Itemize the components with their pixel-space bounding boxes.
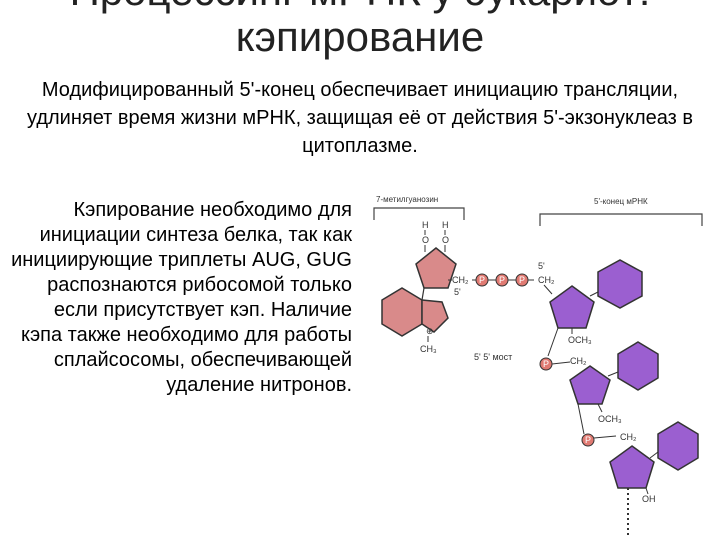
bridge-to-p4 bbox=[547, 327, 559, 357]
title-line-1: Процессинг мРНК у эукариот: bbox=[0, 0, 720, 14]
five-prime-end-label: 5'-конец мРНК bbox=[594, 197, 648, 206]
cap-ribose-pentagon bbox=[415, 247, 457, 289]
mrna-ribose-1 bbox=[549, 285, 595, 329]
phosphate-3-label: P bbox=[519, 275, 525, 285]
methylguanosine-label: 7-метилгуанозин bbox=[376, 195, 438, 204]
phosphate-5-label: P bbox=[585, 435, 591, 445]
p5-bond bbox=[593, 435, 617, 439]
phosphate-4-label: P bbox=[543, 359, 549, 369]
phosphate-4: P bbox=[539, 357, 553, 371]
bridge-to-p5 bbox=[577, 403, 585, 435]
phosphate-1: P bbox=[475, 273, 489, 287]
ch2-right-label: CH₂ bbox=[538, 275, 555, 285]
body-paragraph: Кэпирование необходимо для инициации син… bbox=[11, 199, 352, 396]
five-prime-right-label: 5' bbox=[538, 261, 545, 271]
cap-guanine-hexagon bbox=[381, 287, 423, 337]
cap-glycosidic-bond bbox=[421, 287, 425, 301]
phosphate-3: P bbox=[515, 273, 529, 287]
h-right-label: H bbox=[442, 220, 449, 230]
mrna-base-hexagon-2 bbox=[617, 341, 659, 391]
five-prime-end-bracket bbox=[539, 213, 703, 226]
base-2-bond bbox=[607, 371, 619, 377]
methylguanosine-bracket bbox=[373, 207, 465, 220]
phosphate-2: P bbox=[495, 273, 509, 287]
page-title: Процессинг мРНК у эукариот: кэпирование bbox=[0, 0, 720, 60]
phosphate-2-label: P bbox=[499, 275, 505, 285]
p4-bond bbox=[551, 361, 571, 365]
och3-1-label: OCH₃ bbox=[568, 335, 592, 345]
mrna-ribose-3 bbox=[609, 445, 655, 489]
ch2-3-label: CH₂ bbox=[620, 432, 637, 442]
och3-2-label: OCH₃ bbox=[598, 414, 622, 424]
ch2-2-label: CH₂ bbox=[570, 356, 587, 366]
o-left-label: O bbox=[422, 235, 429, 245]
h-left-label: H bbox=[422, 220, 429, 230]
right-ch2-bond bbox=[543, 284, 553, 295]
base-3-bond bbox=[649, 451, 659, 459]
charge-label: ⊕ bbox=[426, 326, 434, 336]
oh-label: OH bbox=[642, 494, 656, 504]
phosphate-1-label: P bbox=[479, 275, 485, 285]
oh-bond bbox=[645, 487, 649, 495]
mrna-ribose-2 bbox=[569, 365, 611, 405]
cap-structure-diagram: 7-метилгуанозин 5'-конец мРНК H H O O ⊕ … bbox=[373, 195, 703, 538]
o-right-label: O bbox=[442, 235, 449, 245]
ch2-left-label: CH₂ bbox=[452, 275, 469, 285]
cap-guanine-ring bbox=[421, 299, 449, 333]
intro-paragraph: Модифицированный 5'-конец обеспечивает и… bbox=[26, 79, 693, 157]
mrna-base-hexagon-3 bbox=[657, 421, 699, 471]
title-line-2: кэпирование bbox=[235, 13, 485, 60]
phosphate-5: P bbox=[581, 433, 595, 447]
base-1-bond bbox=[589, 291, 599, 297]
och3-2-bond bbox=[597, 403, 603, 413]
five-prime-left-label: 5' bbox=[454, 287, 461, 297]
bridge-label: 5' 5' мост bbox=[474, 352, 512, 362]
mrna-base-hexagon-1 bbox=[597, 259, 643, 309]
cap-ch3-label: CH₃ bbox=[420, 344, 437, 354]
